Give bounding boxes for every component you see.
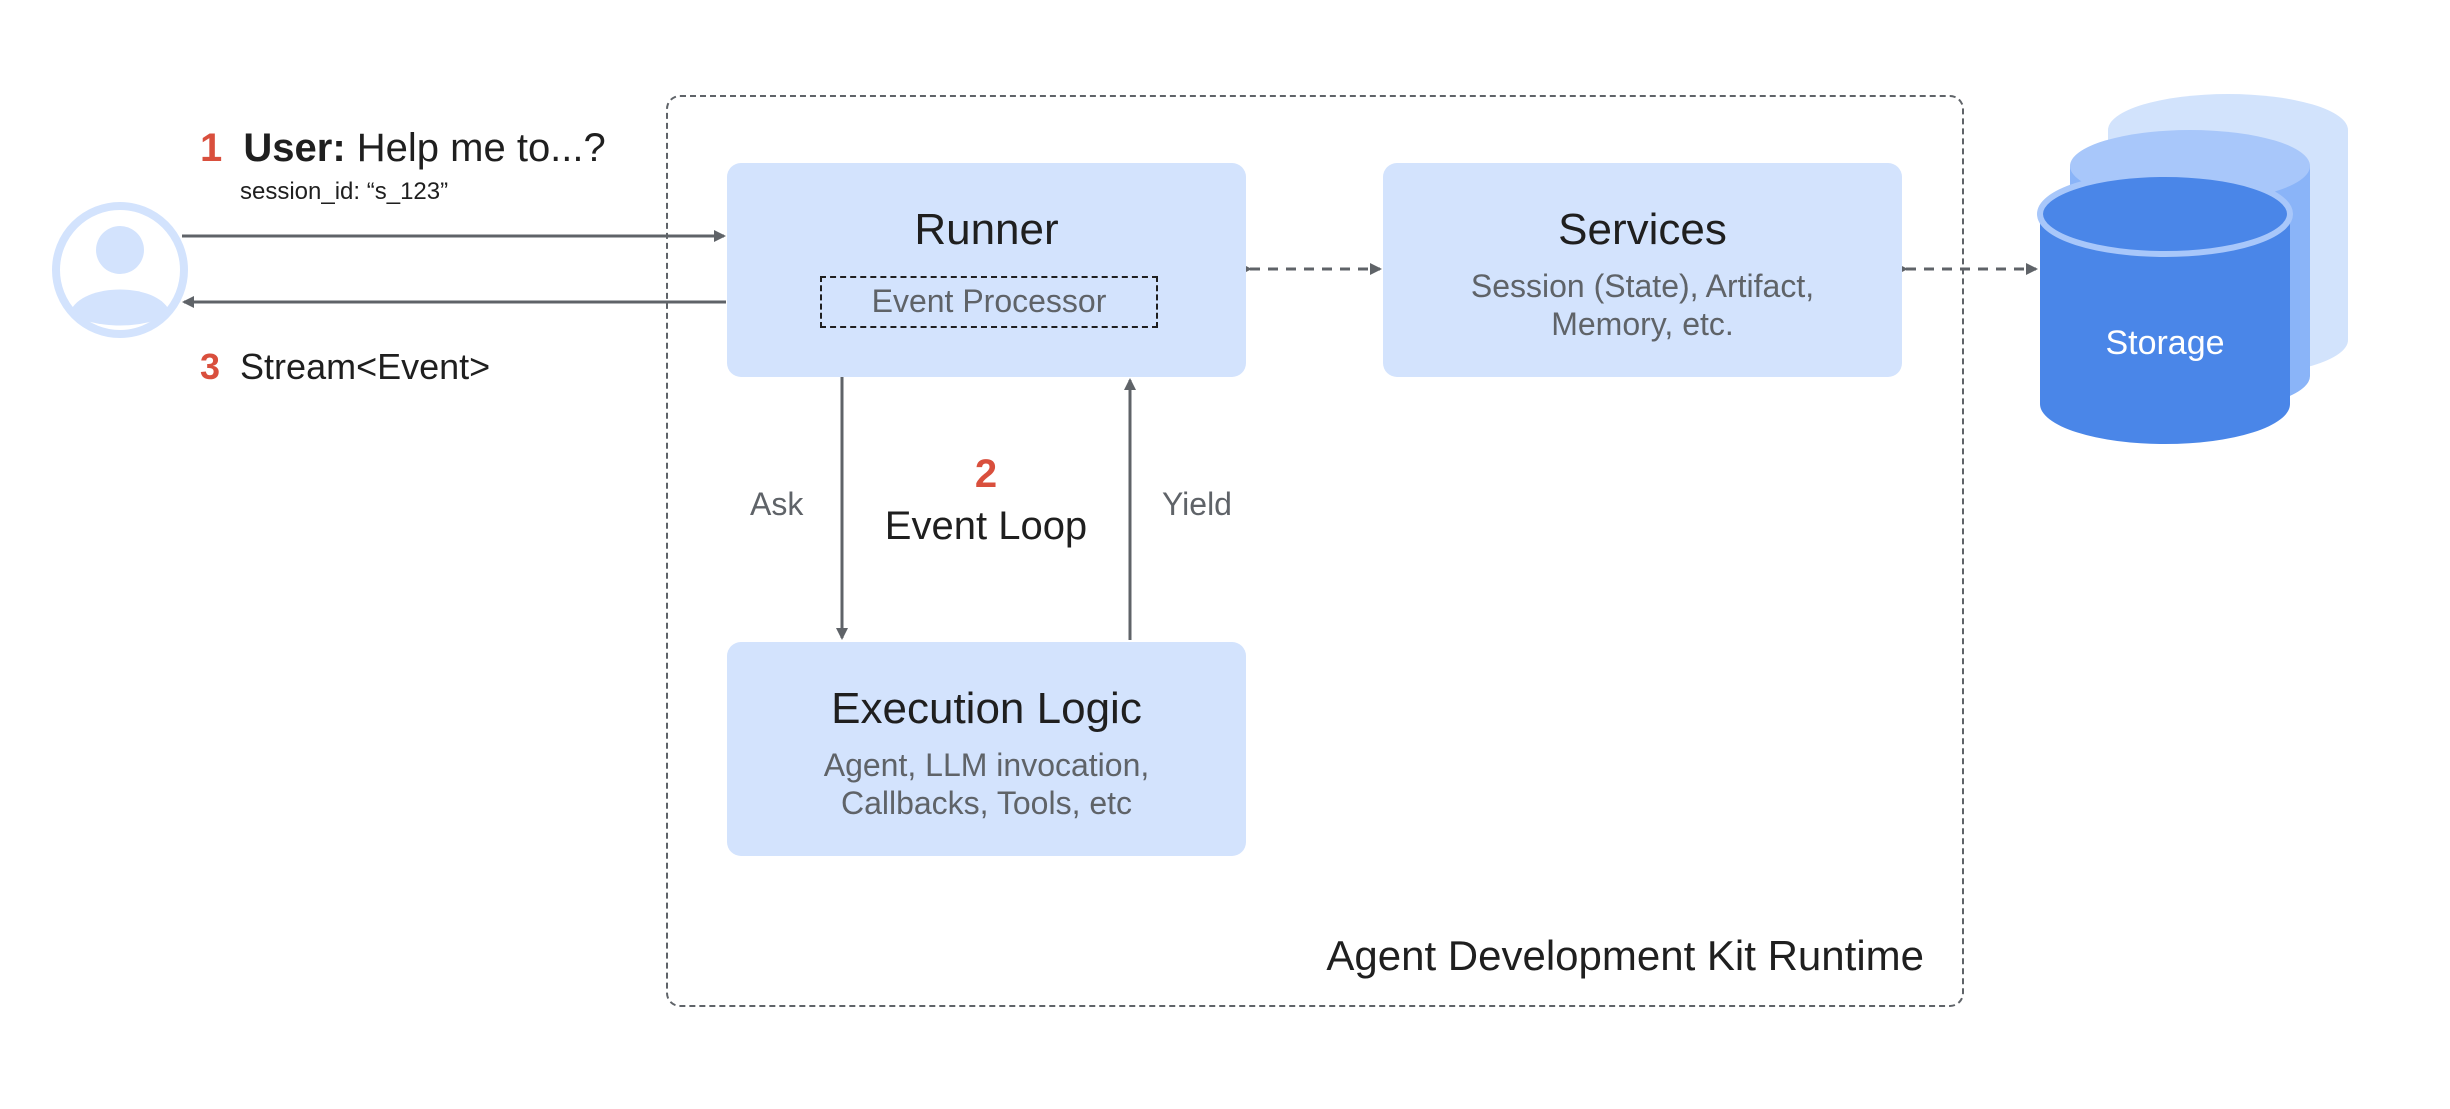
stream-event-label: Stream<Event> <box>240 346 491 387</box>
user-avatar-icon <box>52 202 188 338</box>
step-number-1: 1 <box>200 126 223 170</box>
event-loop-label: Event Loop <box>884 504 1088 548</box>
execution-logic-title: Execution Logic <box>831 684 1142 733</box>
user-label: User: <box>243 126 346 170</box>
ask-label: Ask <box>750 486 804 522</box>
yield-label: Yield <box>1162 486 1232 522</box>
services-line-1: Session (State), Artifact, <box>1470 268 1815 304</box>
services-box: Services Session (State), Artifact, Memo… <box>1383 163 1902 377</box>
session-id-label: session_id: “s_123” <box>240 178 449 205</box>
user-request-label: 1 User: Help me to...? <box>200 126 606 171</box>
runtime-label: Agent Development Kit Runtime <box>1326 932 1924 979</box>
execution-logic-line-2: Callbacks, Tools, etc <box>840 785 1133 821</box>
stream-response-label: 3 Stream<Event> <box>200 346 490 388</box>
services-title: Services <box>1558 205 1727 254</box>
database-cylinder-icon <box>2037 94 2348 444</box>
step-number-3: 3 <box>200 346 221 387</box>
execution-logic-box: Execution Logic Agent, LLM invocation, C… <box>727 642 1246 856</box>
runner-box: Runner <box>727 163 1246 377</box>
event-processor-box: Event Processor <box>820 276 1158 328</box>
storage-label: Storage <box>2105 324 2225 362</box>
runner-title: Runner <box>914 205 1059 254</box>
user-message: Help me to...? <box>356 126 606 170</box>
runtime-frame <box>666 95 1964 1007</box>
step-number-2: 2 <box>974 452 998 496</box>
services-line-2: Memory, etc. <box>1551 306 1734 342</box>
execution-logic-line-1: Agent, LLM invocation, <box>823 747 1150 783</box>
